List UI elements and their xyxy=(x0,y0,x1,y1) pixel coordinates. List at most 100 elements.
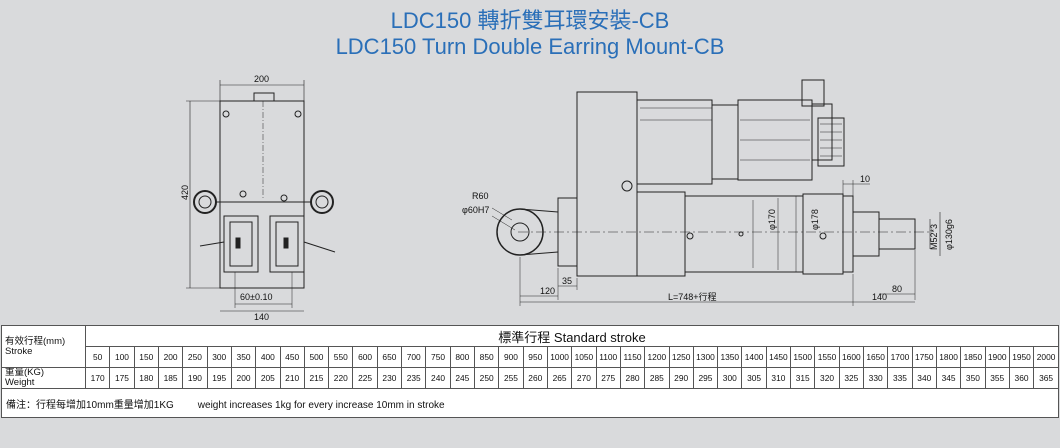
weight-cell: 190 xyxy=(182,367,208,389)
weight-label-en: Weight xyxy=(5,377,35,388)
stroke-cell: 600 xyxy=(352,346,378,368)
weight-cell: 230 xyxy=(376,367,403,389)
stroke-cell: 1750 xyxy=(911,346,937,368)
dim-tolerance-label: 60±0.10 xyxy=(240,292,272,302)
stroke-cell: 1950 xyxy=(1008,346,1035,368)
stroke-cell: 50 xyxy=(84,346,111,368)
stroke-cell: 1400 xyxy=(741,346,767,368)
stroke-cell: 1100 xyxy=(595,346,621,368)
dim-base-label: 140 xyxy=(254,312,269,322)
stroke-cell: 1350 xyxy=(717,346,743,368)
weight-cell: 320 xyxy=(814,367,840,389)
stroke-cell: 1450 xyxy=(765,346,792,368)
weight-cell: 305 xyxy=(741,367,767,389)
stroke-cell: 150 xyxy=(133,346,159,368)
title-english: LDC150 Turn Double Earring Mount-CB xyxy=(335,34,725,59)
front-view xyxy=(186,80,336,312)
stroke-cell: 1650 xyxy=(862,346,889,368)
stroke-cell: 450 xyxy=(279,346,305,368)
dia-178-label: φ178 xyxy=(810,209,820,230)
weight-cell: 205 xyxy=(255,367,281,389)
stroke-label-en: Stroke xyxy=(5,345,33,357)
side-view xyxy=(491,79,941,306)
stroke-cell: 1600 xyxy=(838,346,865,368)
weight-cell: 325 xyxy=(838,367,865,389)
bore-label: φ60H7 xyxy=(462,205,489,215)
weight-cell: 255 xyxy=(498,367,524,389)
stroke-cell: 950 xyxy=(522,346,548,368)
stroke-cell: 1000 xyxy=(546,346,573,368)
weight-cell: 285 xyxy=(644,367,670,389)
stroke-cell: 1800 xyxy=(935,346,962,368)
weight-label: 重量(KG)Weight xyxy=(1,367,86,389)
stroke-cell: 2000 xyxy=(1033,346,1059,368)
weight-cell: 245 xyxy=(449,367,476,389)
note-english: weight increases 1kg for every increase … xyxy=(197,399,445,411)
weight-cell: 345 xyxy=(935,367,962,389)
dim-height-label: 420 xyxy=(180,185,190,200)
weight-cell: 365 xyxy=(1033,367,1059,389)
weight-cell: 240 xyxy=(425,367,451,389)
weight-cell: 270 xyxy=(571,367,597,389)
weight-cell: 265 xyxy=(546,367,573,389)
weight-cell: 250 xyxy=(473,367,500,389)
weight-cell: 275 xyxy=(595,367,621,389)
stroke-cell: 500 xyxy=(303,346,330,368)
weight-cell: 220 xyxy=(328,367,354,389)
shaft-label: φ130g6 xyxy=(944,219,954,250)
thread-label: M52*3 xyxy=(929,224,939,250)
stroke-cell: 1200 xyxy=(644,346,670,368)
weight-cell: 315 xyxy=(790,367,816,389)
weight-cell: 215 xyxy=(303,367,330,389)
stroke-cell: 1700 xyxy=(887,346,913,368)
weight-cell: 340 xyxy=(911,367,937,389)
stroke-cell: 1050 xyxy=(571,346,597,368)
stroke-label: 有效行程(mm)Stroke xyxy=(1,325,86,368)
stroke-cell: 100 xyxy=(109,346,135,368)
weight-cell: 235 xyxy=(401,367,427,389)
stroke-cell: 800 xyxy=(449,346,476,368)
stroke-cell: 750 xyxy=(425,346,451,368)
weight-cell: 185 xyxy=(157,367,184,389)
stroke-cell: 900 xyxy=(498,346,524,368)
stroke-cell: 700 xyxy=(401,346,427,368)
stroke-cell: 1550 xyxy=(814,346,840,368)
weight-cell: 180 xyxy=(133,367,159,389)
dia-170-label: φ170 xyxy=(767,209,777,230)
dim-10-label: 10 xyxy=(860,174,870,184)
weight-cell: 175 xyxy=(109,367,135,389)
weight-cell: 295 xyxy=(692,367,719,389)
stroke-cell: 850 xyxy=(473,346,500,368)
weight-cell: 360 xyxy=(1008,367,1035,389)
stroke-cell: 250 xyxy=(182,346,208,368)
dim-140-label: 140 xyxy=(872,292,887,302)
dim-120-label: 120 xyxy=(540,286,555,296)
weight-cell: 310 xyxy=(765,367,792,389)
stroke-cell: 400 xyxy=(255,346,281,368)
weight-cell: 225 xyxy=(352,367,378,389)
weight-cell: 300 xyxy=(717,367,743,389)
stroke-cell: 550 xyxy=(328,346,354,368)
weight-cell: 260 xyxy=(522,367,548,389)
stroke-cell: 1900 xyxy=(984,346,1010,368)
radius-label: R60 xyxy=(472,191,489,201)
weight-cell: 280 xyxy=(619,367,646,389)
weight-cell: 350 xyxy=(960,367,986,389)
stroke-cell: 1500 xyxy=(790,346,816,368)
stroke-cell: 200 xyxy=(157,346,184,368)
stroke-cell: 300 xyxy=(206,346,232,368)
stroke-cell: 1250 xyxy=(668,346,694,368)
weight-cell: 335 xyxy=(887,367,913,389)
dim-80-label: 80 xyxy=(892,284,902,294)
weight-cell: 330 xyxy=(862,367,889,389)
weight-cell: 210 xyxy=(279,367,305,389)
weight-cell: 200 xyxy=(230,367,257,389)
weight-cell: 355 xyxy=(984,367,1010,389)
dim-35-label: 35 xyxy=(562,276,572,286)
stroke-cell: 650 xyxy=(376,346,403,368)
